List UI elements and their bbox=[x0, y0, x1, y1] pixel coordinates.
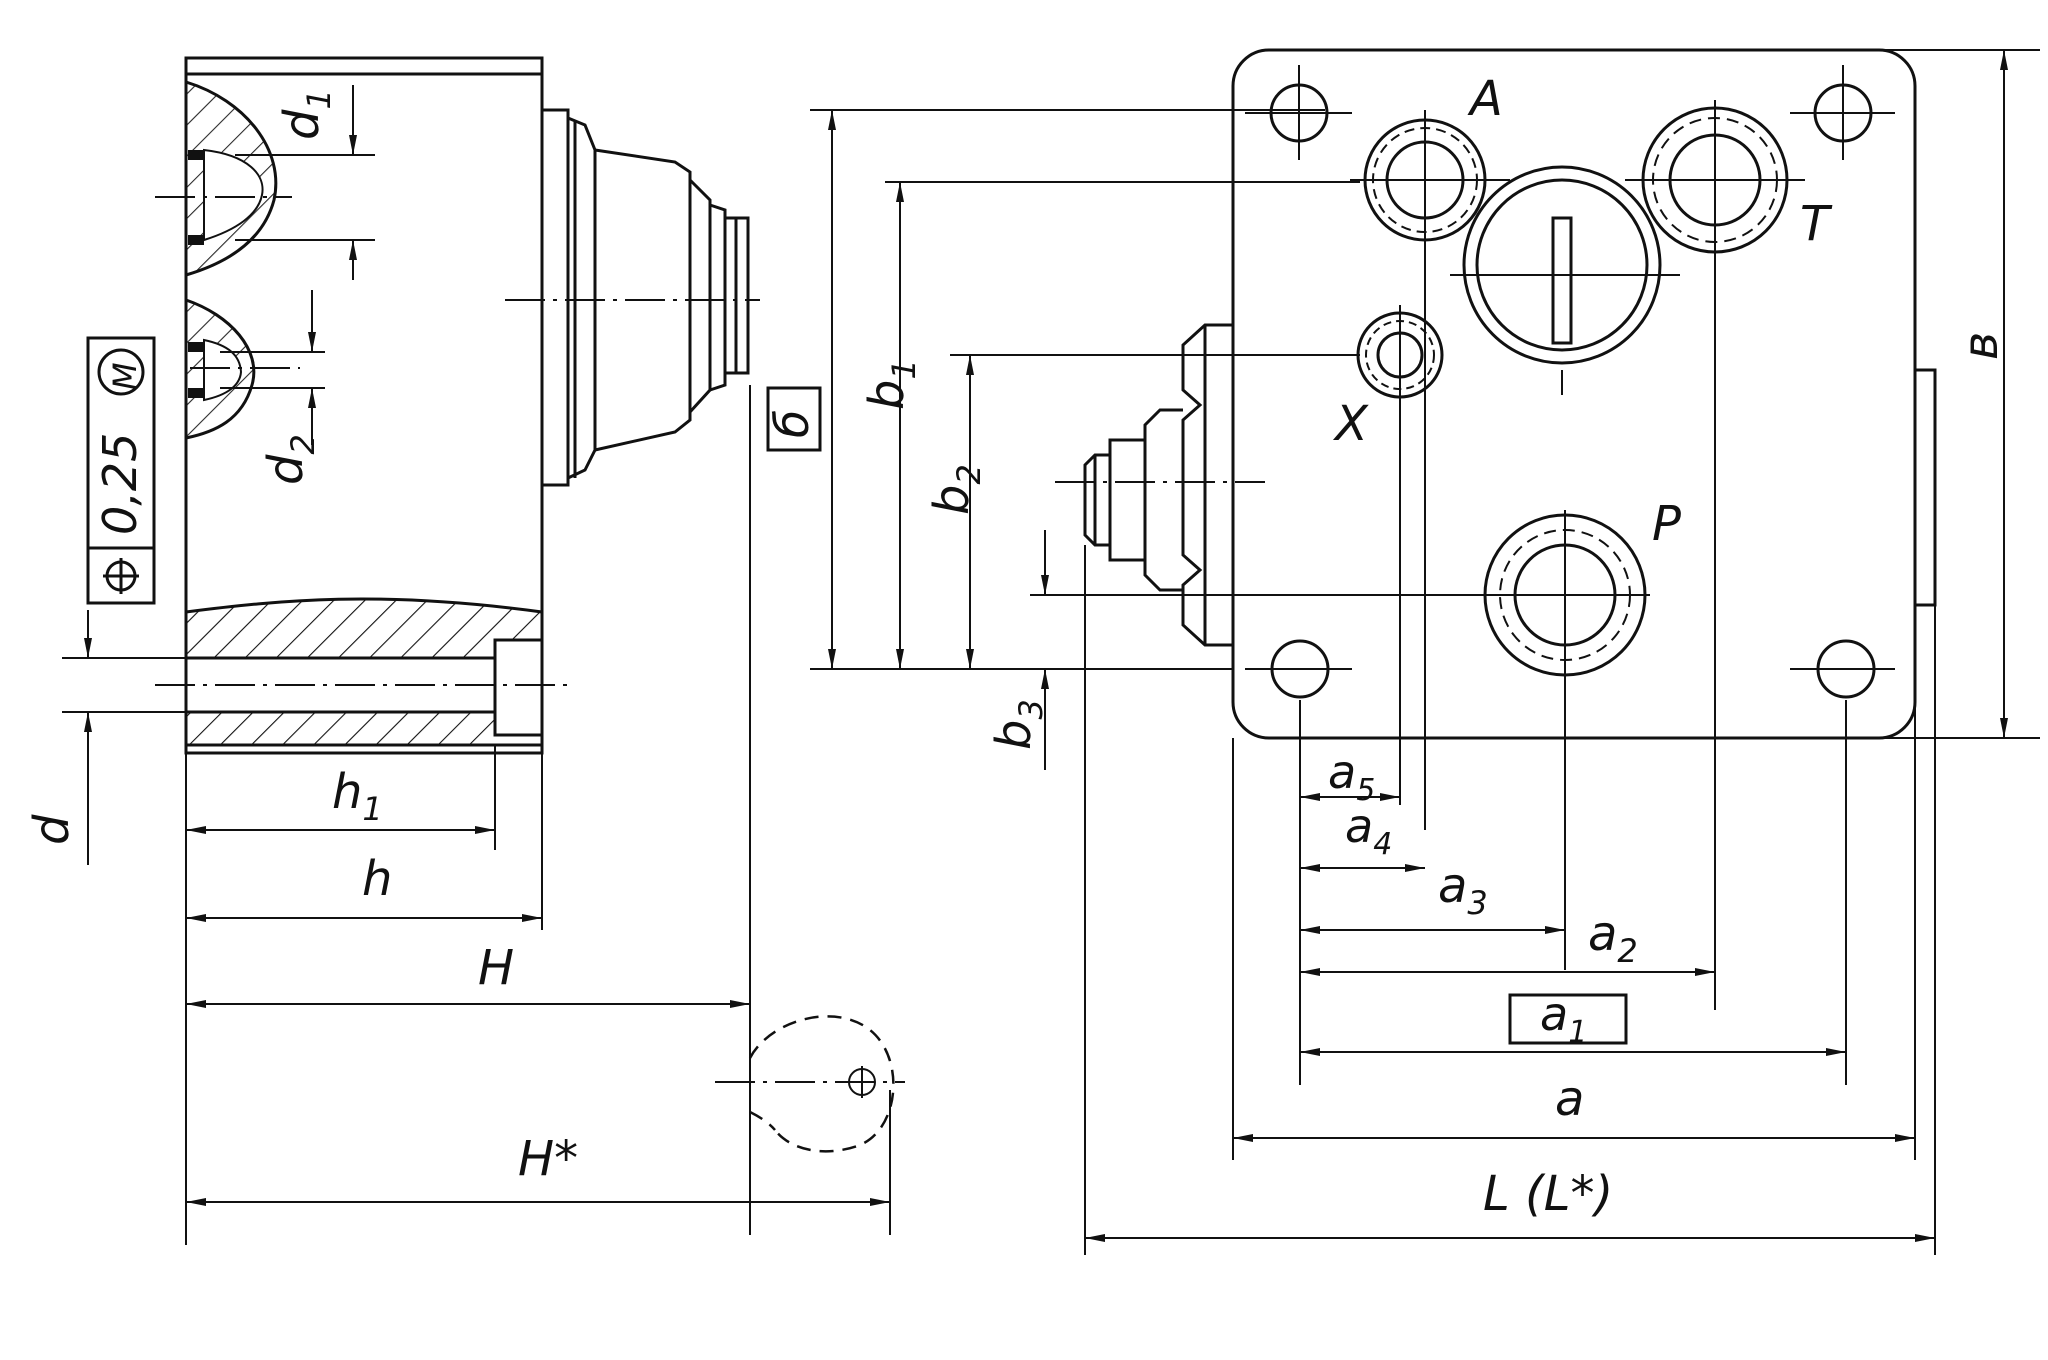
svg-text:a1: a1 bbox=[1540, 987, 1587, 1050]
port-T-label: T bbox=[1800, 196, 1833, 252]
position-tolerance-frame: 0,25 M bbox=[86, 336, 156, 605]
mounting-hole-bottom-left bbox=[1245, 639, 1352, 699]
mounting-hole-top-right bbox=[1790, 65, 1895, 160]
dimension-d1: d1 bbox=[235, 85, 375, 280]
tolerance-value: 0,25 bbox=[93, 433, 147, 535]
dimension-d2: d2 bbox=[220, 290, 325, 485]
dimension-a: a bbox=[1233, 1071, 1915, 1142]
svg-text:b1: b1 bbox=[859, 359, 923, 410]
label-d2: d2 bbox=[258, 434, 322, 485]
svg-text:б: б bbox=[765, 410, 819, 438]
dimension-h1: h1 bbox=[186, 764, 495, 834]
bore-section bbox=[186, 598, 542, 658]
svg-text:H: H bbox=[478, 940, 514, 996]
svg-text:a5: a5 bbox=[1328, 745, 1375, 808]
dimension-B: в bbox=[1880, 49, 2040, 739]
svg-text:L (L*): L (L*) bbox=[1483, 1166, 1613, 1222]
label-d: d bbox=[24, 814, 80, 845]
side-view: 0,25 M d1 d2 d bbox=[24, 56, 905, 1245]
mounting-plate-outline bbox=[1231, 48, 1917, 740]
dimension-a1: a1 bbox=[1300, 987, 1846, 1056]
svg-text:a4: a4 bbox=[1345, 799, 1392, 862]
optional-connector-dashed bbox=[715, 1015, 905, 1153]
svg-text:a3: a3 bbox=[1438, 858, 1488, 922]
dimension-a4: a4 bbox=[1300, 799, 1425, 872]
svg-text:h1: h1 bbox=[332, 764, 383, 828]
port-T: T bbox=[1625, 100, 1833, 1010]
port-P: P bbox=[1483, 496, 1681, 970]
port-A: A bbox=[1350, 71, 1510, 830]
svg-text:a: a bbox=[1555, 1071, 1584, 1127]
dimension-a3: a3 bbox=[1300, 858, 1565, 934]
dimension-b2: b2 bbox=[896, 182, 988, 669]
boxed-dimension: б bbox=[765, 386, 822, 452]
port-X-label: X bbox=[1332, 396, 1369, 452]
svg-text:h: h bbox=[362, 851, 392, 907]
mounting-hole-bottom-right bbox=[1790, 639, 1895, 699]
dimension-a2: a2 bbox=[1300, 906, 1715, 976]
label-d1: d1 bbox=[274, 89, 338, 140]
plate-view: A T X bbox=[810, 48, 2040, 1255]
dimension-L: L (L*) bbox=[1085, 1166, 1935, 1242]
svg-text:a2: a2 bbox=[1588, 906, 1638, 970]
tolerance-modifier: M bbox=[106, 362, 144, 390]
svg-text:b2: b2 bbox=[924, 464, 988, 515]
dimension-H: H bbox=[186, 940, 750, 1008]
actuator-profile bbox=[542, 108, 750, 487]
svg-text:H*: H* bbox=[518, 1131, 578, 1187]
svg-text:в: в bbox=[1953, 332, 2009, 360]
dimension-b3: b3 bbox=[966, 355, 1050, 770]
port-A-label: A bbox=[1467, 71, 1503, 127]
dimension-d: d bbox=[24, 610, 186, 865]
side-adjuster-nut bbox=[1055, 323, 1265, 647]
dimension-h: h bbox=[186, 851, 542, 922]
mounting-hole-top-left bbox=[1245, 65, 1352, 160]
dimension-H-star: H* bbox=[186, 1131, 890, 1206]
dimension-b1: b1 bbox=[828, 110, 923, 669]
svg-text:b3: b3 bbox=[986, 699, 1050, 750]
dimension-a5: a5 bbox=[1300, 745, 1400, 808]
port-P-label: P bbox=[1652, 496, 1681, 552]
adjusting-screw bbox=[1450, 165, 1680, 395]
